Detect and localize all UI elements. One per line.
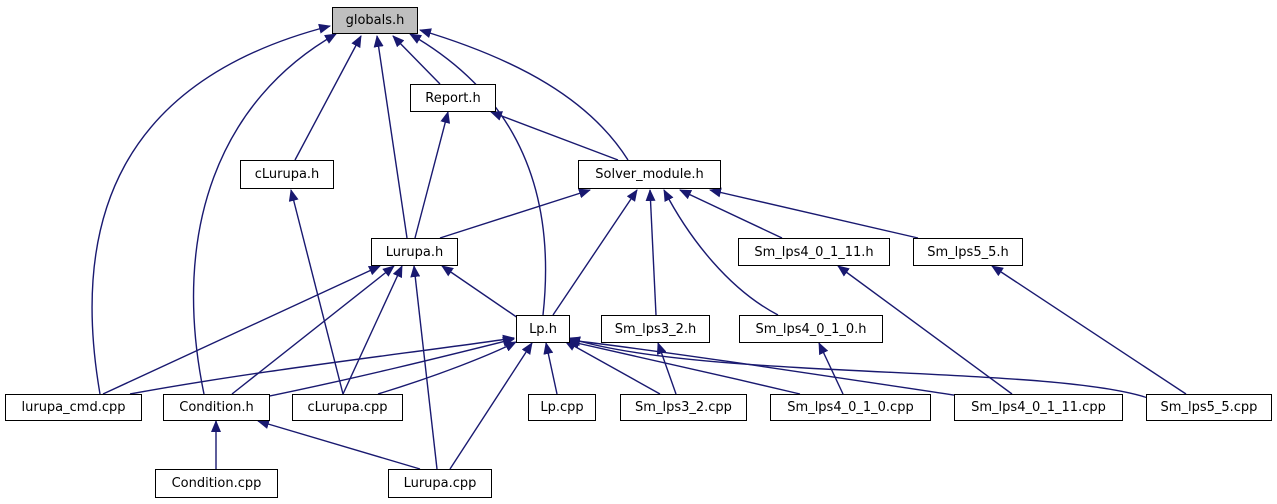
- edge-lurupa_cmd-to-lp_h: [129, 334, 515, 395]
- edge-solver_module_h-to-globals: [419, 28, 629, 161]
- edge-lurupa_cmd-to-lurupa_h: [102, 265, 381, 395]
- edge-lp_h-to-globals: [409, 33, 547, 316]
- node-condition-h[interactable]: Condition.h: [163, 394, 270, 421]
- edge-solver_module_h-to-report: [490, 111, 619, 161]
- edge-sm_lps5_5_cpp-to-lp_h: [568, 336, 1149, 399]
- edge-lp_h-to-solver: [552, 189, 638, 316]
- edge-sm_lps4_0_1_11_h-to-solver: [679, 189, 783, 239]
- edge-sm_lps4_0_1_11_cpp-to-lp_h: [568, 336, 961, 397]
- edge-lurupa_h-to-report: [414, 111, 451, 239]
- node-clurupa-cpp[interactable]: cLurupa.cpp: [292, 394, 403, 421]
- edge-lp_h-to-lurupa_h: [441, 265, 519, 319]
- edge-sm_lps3_2_cpp-to-lp_h: [564, 340, 661, 395]
- node-lurupa-cpp[interactable]: Lurupa.cpp: [388, 469, 492, 498]
- node-sm-lps3-2-cpp[interactable]: Sm_lps3_2.cpp: [620, 394, 747, 421]
- node-sm-lps4-0-1-0-cpp[interactable]: Sm_lps4_0_1_0.cpp: [770, 394, 931, 421]
- node-sm-lps4-0-1-11-cpp[interactable]: Sm_lps4_0_1_11.cpp: [954, 394, 1123, 421]
- edge-lurupa_h-to-solver: [439, 188, 591, 239]
- edge-sm_lps5_5_h-to-solver: [709, 187, 919, 239]
- node-condition-cpp[interactable]: Condition.cpp: [155, 469, 278, 498]
- node-lp-cpp[interactable]: Lp.cpp: [528, 394, 596, 421]
- edge-lp_cpp-to-lp_h: [543, 342, 558, 395]
- edge-clurupa_cpp-to-lurupa_h: [342, 265, 403, 395]
- edge-lurupa_cmd-to-globals: [91, 23, 331, 395]
- node-report-h[interactable]: Report.h: [410, 84, 496, 112]
- node-lp-h[interactable]: Lp.h: [516, 315, 570, 343]
- node-sm-lps5-5-h[interactable]: Sm_lps5_5.h: [913, 238, 1023, 266]
- node-globals-h: globals.h: [332, 7, 418, 34]
- edge-condition_h-to-lurupa_h: [231, 265, 395, 395]
- edge-sm_lps3_2_cpp-to-h: [656, 342, 677, 395]
- edge-condition_h-to-lp_h: [249, 336, 515, 401]
- edge-sm_lps3_2_h-to-solver: [645, 189, 657, 316]
- edge-lurupa_cpp-to-condition_h: [257, 419, 421, 470]
- node-sm-lps3-2-h[interactable]: Sm_lps3_2.h: [601, 315, 710, 343]
- edge-sm_lps4_0_1_11_cpp-to-h: [837, 265, 1013, 395]
- node-sm-lps5-5-cpp[interactable]: Sm_lps5_5.cpp: [1146, 394, 1272, 421]
- edge-clurupa_cpp-to-lp_h: [377, 341, 517, 395]
- edge-clurupa_cpp-to-clurupa_h: [288, 189, 344, 395]
- edge-sm_lps4_0_1_0_cpp-to-lp_h: [567, 338, 801, 395]
- edge-condition_h-to-globals: [192, 33, 337, 395]
- edge-report_h-to-globals: [392, 35, 441, 85]
- node-lurupa-h[interactable]: Lurupa.h: [371, 238, 458, 266]
- node-clurupa-h[interactable]: cLurupa.h: [240, 160, 334, 189]
- edge-sm_lps5_5_cpp-to-h: [991, 265, 1187, 395]
- node-sm-lps4-0-1-11-h[interactable]: Sm_lps4_0_1_11.h: [738, 238, 890, 266]
- edge-sm_lps4_0_1_0_cpp-to-h: [818, 342, 844, 395]
- node-solver-module-h[interactable]: Solver_module.h: [578, 160, 721, 189]
- edge-lurupa_cpp-to-lp_h: [449, 342, 533, 470]
- node-lurupa-cmd-cpp[interactable]: lurupa_cmd.cpp: [5, 394, 142, 421]
- edge-lurupa_cpp-to-lurupa_h: [410, 265, 438, 470]
- edge-lurupa_h-to-globals: [373, 35, 408, 239]
- edge-clurupa_h-to-globals: [294, 35, 362, 161]
- edge-sm_lps4_0_1_0_h-to-solver: [663, 189, 779, 316]
- node-sm-lps4-0-1-0-h[interactable]: Sm_lps4_0_1_0.h: [739, 315, 883, 343]
